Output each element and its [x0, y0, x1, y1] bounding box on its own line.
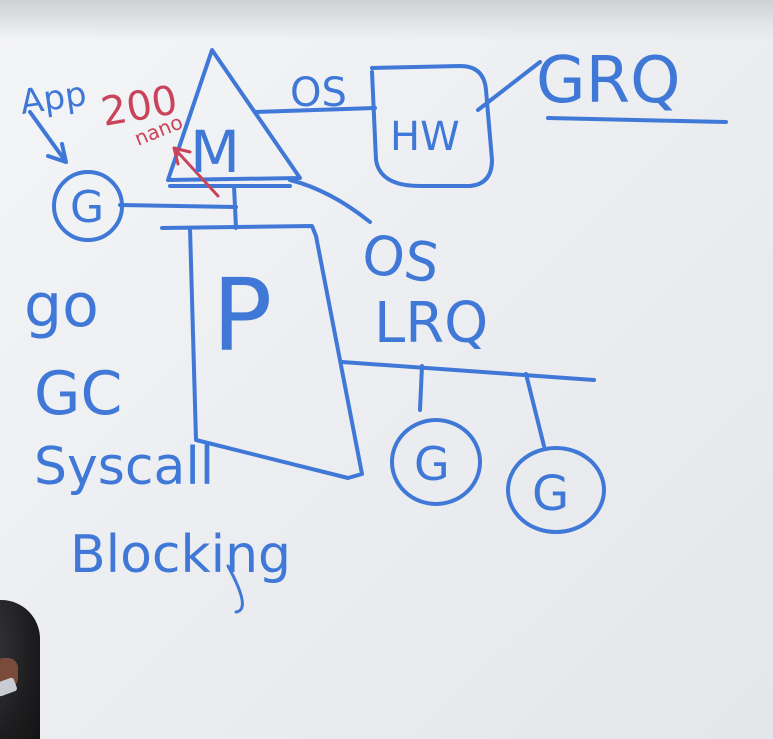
- g-circle-left: [52, 170, 124, 242]
- lrq-line: [340, 360, 596, 382]
- g-label-queue-2: G: [532, 466, 569, 522]
- app-label: App: [18, 74, 89, 123]
- g-label-left: G: [70, 182, 104, 233]
- blocking-flourish: [226, 564, 244, 614]
- hw-to-grq-line: [476, 60, 542, 112]
- grq-label: GRQ: [536, 44, 680, 118]
- g-label-queue-1: G: [414, 437, 450, 491]
- list-item-go: go: [24, 271, 99, 341]
- app-arrow: [28, 110, 68, 164]
- list-item-gc: GC: [34, 359, 122, 429]
- lrq-label: LRQ: [374, 291, 488, 356]
- list-item-blocking: Blocking: [70, 525, 291, 585]
- m-connector-tick: [232, 184, 238, 230]
- m-to-hw-line: [253, 106, 377, 114]
- grq-underline: [546, 116, 728, 124]
- g-circle-queue-1: [390, 418, 482, 506]
- p-label: P: [212, 257, 272, 374]
- os-label-right: OS: [358, 222, 443, 295]
- hw-box: [370, 64, 494, 188]
- whiteboard-frame-edge: [0, 0, 773, 40]
- m-to-os-line: [288, 178, 372, 224]
- hw-label: HW: [390, 114, 460, 160]
- m-triangle: [166, 48, 302, 182]
- os-label-top: OS: [290, 70, 347, 116]
- lrq-connector-2: [524, 372, 546, 448]
- m-label: M: [190, 118, 240, 186]
- lrq-connector-1: [418, 364, 424, 412]
- g-to-m-line: [118, 203, 238, 209]
- p-box: [160, 224, 364, 480]
- red-latency-arrow: [172, 146, 220, 198]
- list-item-syscall: Syscall: [34, 437, 214, 497]
- g-circle-queue-2: [506, 446, 606, 534]
